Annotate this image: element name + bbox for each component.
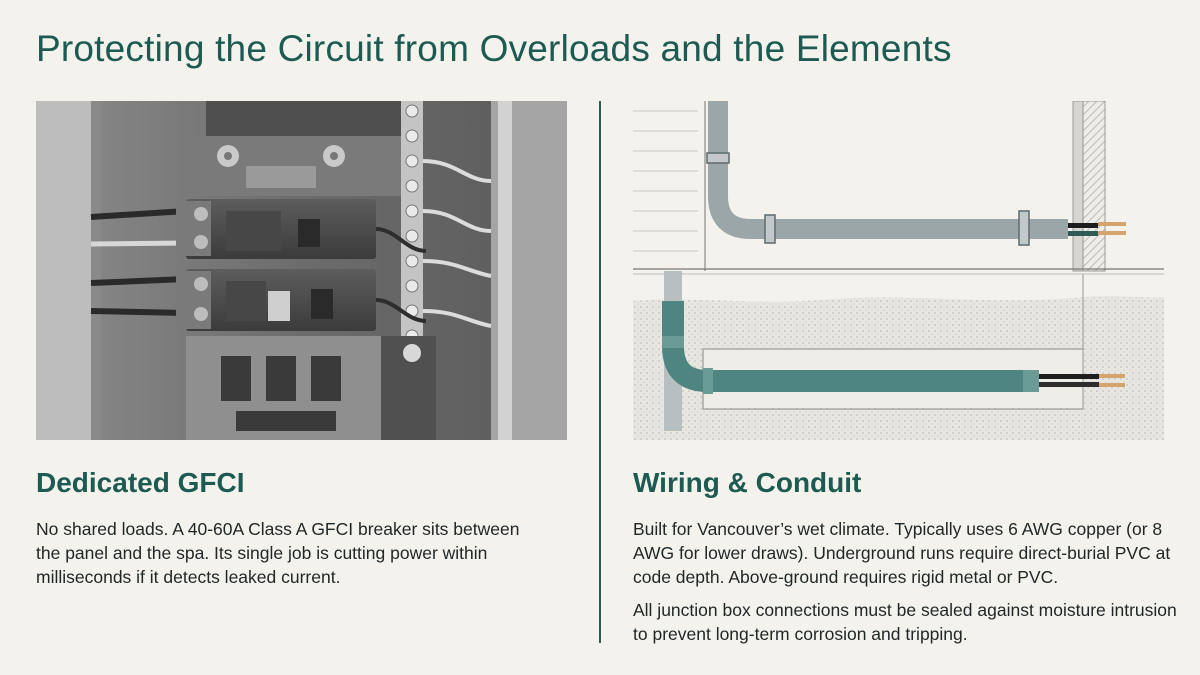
column-divider [599,101,601,643]
breaker-panel-illustration [36,101,567,440]
wiring-description: Built for Vancouver’s wet climate. Typic… [633,519,1171,587]
conduit-diagram [633,101,1164,440]
page-title: Protecting the Circuit from Overloads an… [36,28,952,69]
gfci-description: No shared loads. A 40-60A Class A GFCI b… [36,519,520,587]
conduit-illustration [633,101,1164,440]
wiring-heading: Wiring & Conduit [633,467,862,498]
junction-box-note: All junction box connections must be sea… [633,600,1177,644]
gfci-heading: Dedicated GFCI [36,467,245,498]
breaker-panel-photo [36,101,567,440]
